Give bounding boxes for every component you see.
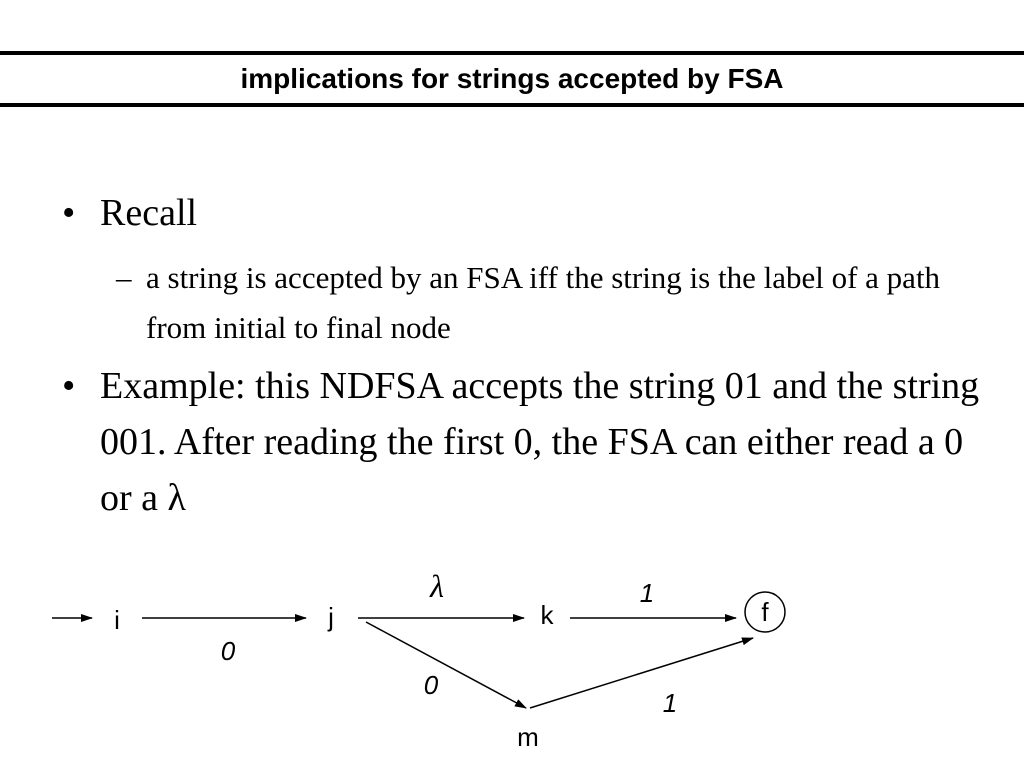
edge-j-m xyxy=(365,621,527,709)
final-state-circle xyxy=(744,591,786,633)
dash-marker: – xyxy=(116,260,132,295)
title-rule-bottom xyxy=(0,103,1024,107)
node-m: m xyxy=(517,722,539,752)
node-f: f xyxy=(761,597,769,627)
node-i: i xyxy=(114,605,120,635)
sub-bullet-text: a string is accepted by an FSA iff the s… xyxy=(146,260,941,345)
bullet-marker: • xyxy=(62,365,76,407)
title-rule-top xyxy=(0,51,1024,55)
node-j: j xyxy=(327,602,334,632)
fsa-diagram: i j k f m 0 λ 1 0 1 xyxy=(52,568,786,752)
edge-label-m-f: 1 xyxy=(663,688,677,718)
slide-title: implications for strings accepted by FSA xyxy=(240,63,784,94)
edge-label-j-m: 0 xyxy=(424,670,439,700)
bullet-marker: • xyxy=(62,192,76,234)
edge-label-i-j: 0 xyxy=(221,636,236,666)
bullet-text: Recall xyxy=(100,192,198,234)
edge-label-j-k: λ xyxy=(429,568,444,604)
bullet-text: Example: this NDFSA accepts the string 0… xyxy=(100,365,980,519)
edge-label-k-f: 1 xyxy=(640,578,654,608)
edge-m-f xyxy=(529,637,754,709)
node-k: k xyxy=(541,600,555,630)
